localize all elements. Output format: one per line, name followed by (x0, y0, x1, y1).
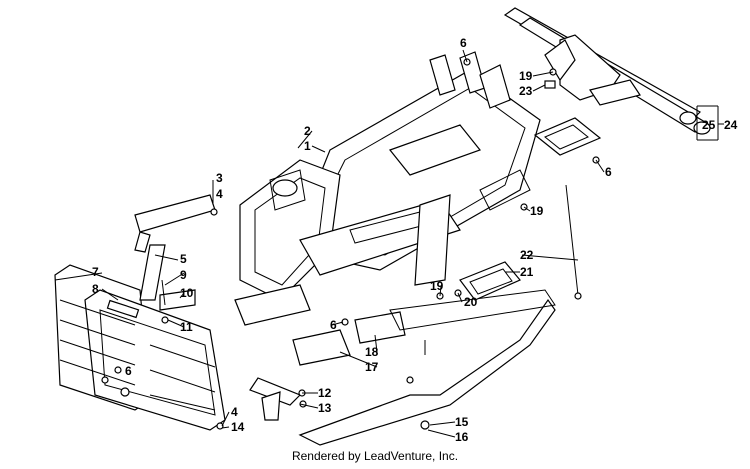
callout-9: 9 (180, 268, 187, 282)
front-bumper (54, 264, 226, 431)
rod-22 (565, 184, 582, 300)
callout-5: 5 (180, 252, 187, 266)
callout-24: 24 (724, 118, 738, 132)
callout-16: 16 (455, 430, 469, 444)
callout-18: 18 (365, 345, 379, 359)
main-frame (234, 51, 541, 326)
callout-2: 2 (304, 124, 311, 138)
skid-panels (292, 311, 406, 366)
callout-22: 22 (520, 248, 534, 262)
callout-8: 8 (92, 282, 99, 296)
rear-plate (533, 117, 602, 156)
callout-23: 23 (519, 84, 533, 98)
callouts: 1 2 3 4 5 6 7 8 9 10 11 6 12 13 4 14 15 … (92, 36, 738, 444)
callout-6: 6 (125, 364, 132, 378)
callout-14: 14 (231, 420, 245, 434)
callout-4: 4 (216, 187, 223, 201)
leader-lines (54, 49, 724, 438)
callout-20: 20 (464, 295, 478, 309)
rear-rack (503, 7, 711, 135)
callout-10: 10 (180, 286, 194, 300)
skid-plate (298, 289, 556, 446)
callout-6: 6 (460, 36, 467, 50)
callout-13: 13 (318, 401, 332, 415)
callout-17: 17 (365, 360, 379, 374)
callout-11: 11 (180, 320, 193, 334)
small-brackets (216, 377, 307, 430)
callout-7: 7 (92, 265, 99, 279)
callout-3: 3 (216, 171, 223, 185)
callout-19: 19 (530, 204, 544, 218)
callout-6: 6 (605, 165, 612, 179)
callout-1: 1 (304, 139, 311, 153)
callout-25: 25 (702, 118, 716, 132)
front-brackets (134, 194, 218, 324)
callout-12: 12 (318, 386, 332, 400)
callout-19: 19 (430, 279, 444, 293)
callout-6: 6 (330, 318, 337, 332)
callout-15: 15 (455, 415, 469, 429)
callout-4: 4 (231, 405, 238, 419)
footer-credit: Rendered by LeadVenture, Inc. (291, 449, 459, 463)
callout-19: 19 (519, 69, 533, 83)
callout-21: 21 (520, 265, 534, 279)
